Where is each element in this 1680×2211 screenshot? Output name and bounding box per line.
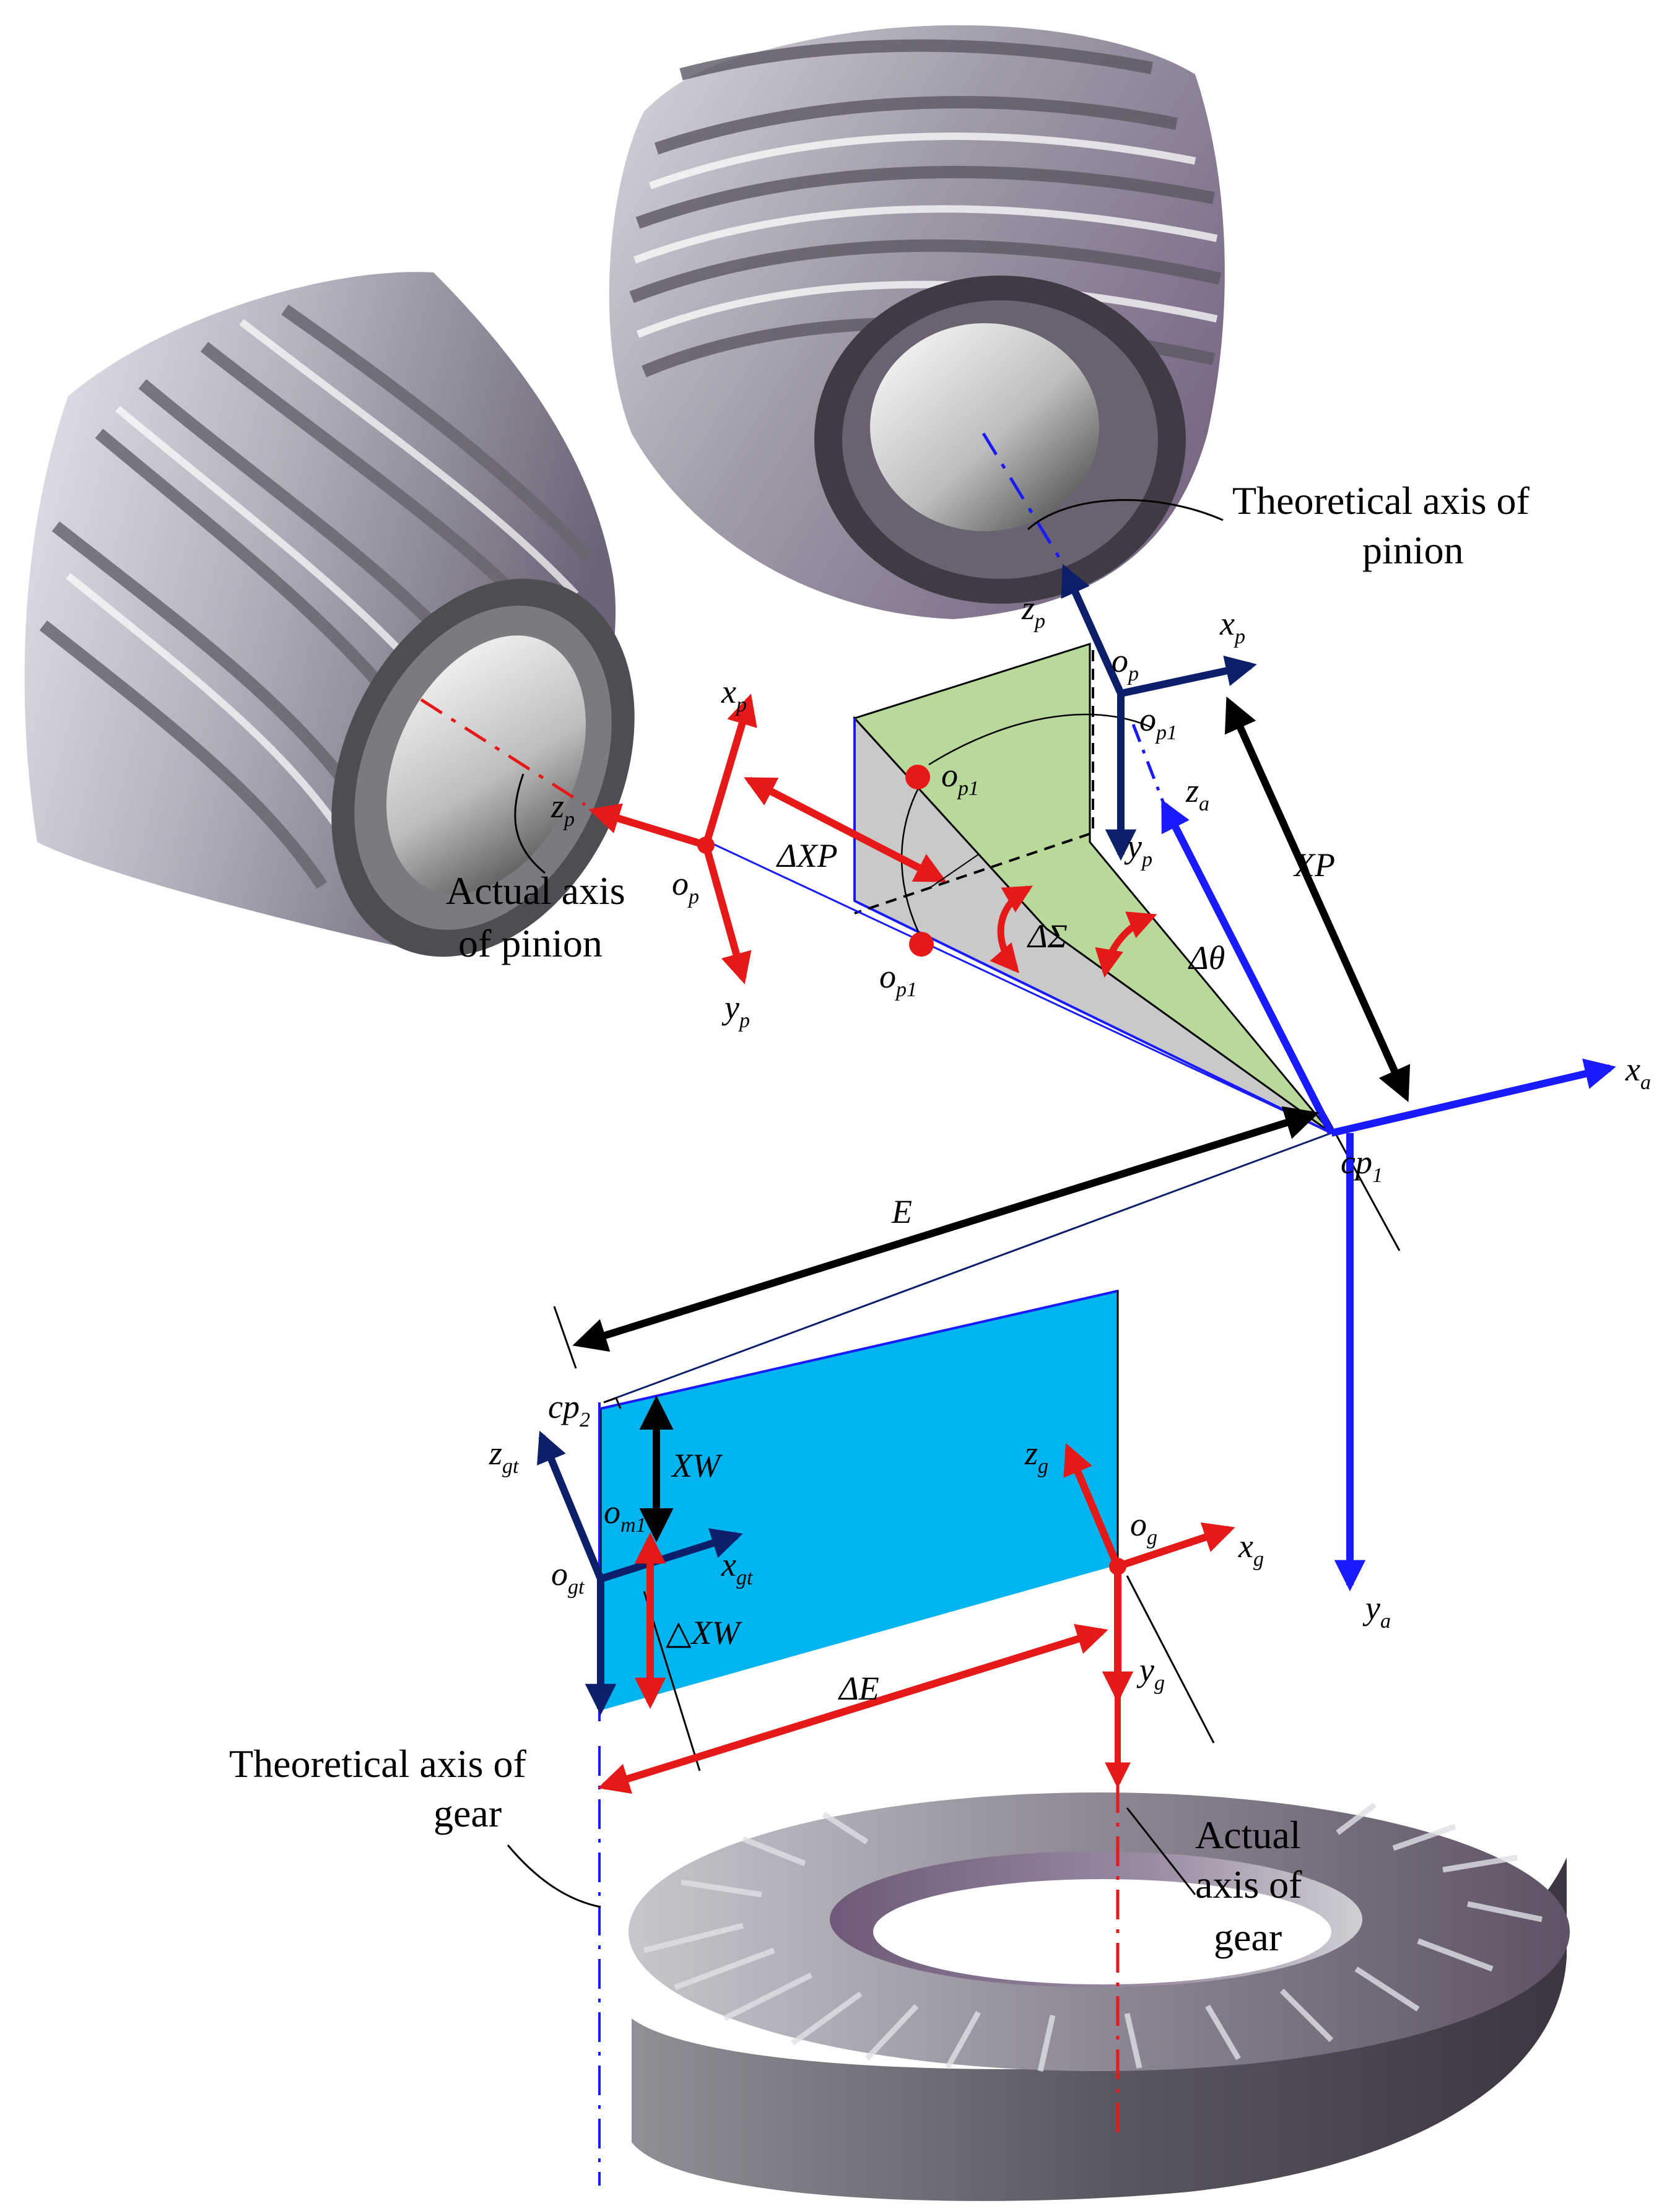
label-delta-sigma: ΔΣ — [1027, 918, 1068, 955]
label-xp-dimension: XP — [1293, 846, 1335, 884]
label-cp2: cp2 — [548, 1388, 590, 1431]
label-za: za — [1185, 772, 1209, 815]
svg-text:Theoretical axis of: Theoretical axis of — [1232, 479, 1530, 523]
label-ya: ya — [1362, 1589, 1391, 1633]
label-zp-theoretical: zp — [1021, 589, 1045, 633]
caption-theoretical-pinion: Theoretical axis of pinion — [1232, 479, 1530, 572]
label-zg: zg — [1024, 1435, 1048, 1478]
svg-text:gear: gear — [1214, 1915, 1282, 1959]
gear-icon — [629, 1792, 1570, 2201]
pinion-actual-icon — [24, 272, 635, 957]
label-yp-actual: yp — [721, 989, 750, 1032]
label-og: og — [1130, 1506, 1157, 1549]
label-e-dimension: E — [891, 1193, 912, 1230]
label-op1-lower: op1 — [879, 958, 917, 1001]
caption-actual-pinion: Actual axis of pinion — [446, 869, 625, 965]
label-xgt: xgt — [721, 1546, 754, 1589]
label-delta-xw: △XW — [666, 1614, 743, 1651]
label-xa: xa — [1625, 1051, 1651, 1094]
caption-actual-gear: Actual axis of gear — [1195, 1813, 1302, 1959]
label-zp-actual: zp — [551, 788, 575, 831]
label-zgt: zgt — [489, 1435, 520, 1478]
label-xp-theoretical: xp — [1219, 605, 1245, 648]
svg-text:of pinion: of pinion — [458, 921, 603, 965]
svg-text:Theoretical axis of: Theoretical axis of — [229, 1742, 526, 1786]
label-xw: XW — [671, 1447, 723, 1484]
label-yg: yg — [1136, 1651, 1165, 1695]
label-xp-actual: xp — [721, 673, 747, 716]
label-delta-theta: Δθ — [1188, 939, 1225, 976]
label-op-theoretical: op — [1112, 642, 1139, 685]
label-op1-upper: op1 — [941, 757, 979, 800]
svg-text:axis of: axis of — [1195, 1862, 1302, 1906]
svg-text:Actual axis: Actual axis — [446, 869, 625, 913]
caption-theoretical-gear: Theoretical axis of gear — [229, 1742, 526, 1835]
label-delta-e: ΔE — [838, 1670, 879, 1707]
label-yp-theoretical: yp — [1124, 828, 1152, 871]
svg-text:gear: gear — [433, 1791, 502, 1835]
pinion-theoretical-icon — [609, 25, 1225, 620]
label-delta-xp: ΔXP — [776, 837, 838, 874]
label-ogt: ogt — [551, 1555, 585, 1599]
label-op-actual: op — [672, 865, 699, 908]
svg-text:pinion: pinion — [1362, 528, 1464, 572]
label-om1: om1 — [604, 1493, 646, 1537]
svg-text:Actual: Actual — [1195, 1813, 1301, 1857]
label-cp1: cp1 — [1341, 1144, 1383, 1187]
label-xg: xg — [1238, 1527, 1264, 1571]
label-op1-theoretical: op1 — [1139, 701, 1177, 744]
